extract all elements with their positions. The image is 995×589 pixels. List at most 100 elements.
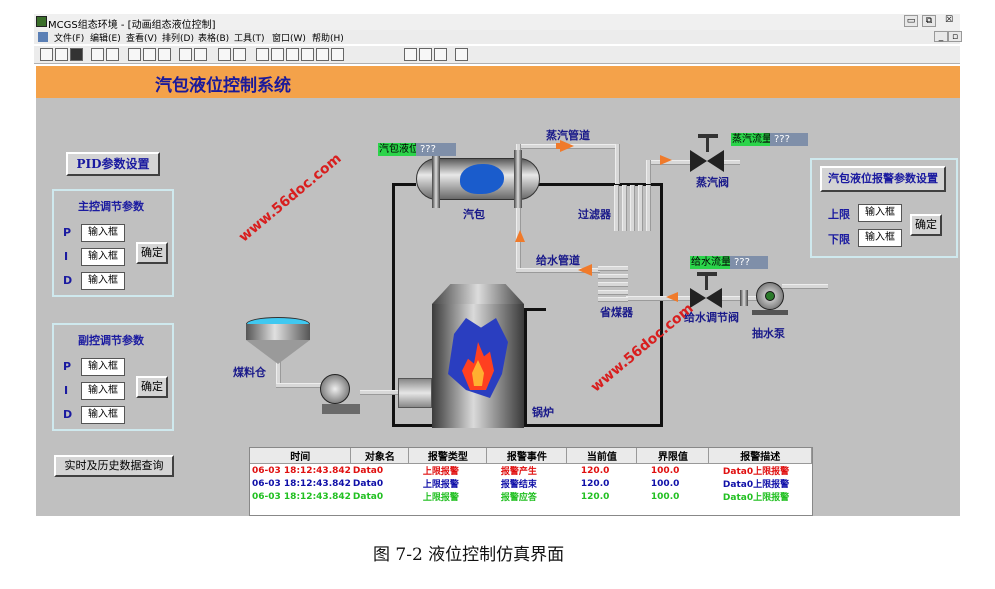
pump-base — [752, 310, 788, 315]
feed-valve-handle[interactable] — [697, 272, 717, 276]
alarm-settings-panel — [810, 158, 958, 258]
cut-icon[interactable] — [128, 48, 141, 61]
print-icon[interactable] — [91, 48, 104, 61]
feed-in-arrow-icon — [666, 292, 678, 302]
settings-icon[interactable] — [233, 48, 246, 61]
restore-button[interactable]: ⧉ — [922, 15, 936, 27]
coal-pipe-horizontal — [276, 383, 322, 388]
alarm-cell-event: 报警应答 — [500, 493, 537, 503]
page-title: 汽包液位控制系统 — [155, 76, 291, 96]
inner-minimize-button[interactable]: _ — [934, 31, 948, 42]
sub-i-input[interactable]: 输入框 — [81, 382, 125, 400]
col-desc: 报警描述 — [708, 448, 812, 464]
drum-flange-right — [514, 150, 522, 208]
copy-icon[interactable] — [143, 48, 156, 61]
align-icon[interactable] — [271, 48, 284, 61]
redo-icon[interactable] — [194, 48, 207, 61]
main-i-label: I — [64, 250, 69, 263]
pump-flange — [740, 290, 748, 306]
menu-window[interactable]: 窗口(W) — [272, 34, 306, 44]
close-button[interactable]: ☒ — [944, 15, 954, 25]
toolbar — [34, 46, 960, 64]
alarm-cell-desc: Data0上限报警 — [722, 493, 790, 503]
col-type: 报警类型 — [408, 448, 488, 464]
undo-icon[interactable] — [179, 48, 192, 61]
feed-valve-right-icon[interactable] — [706, 288, 722, 308]
upper-limit-input[interactable]: 输入框 — [858, 204, 902, 222]
menu-tools[interactable]: 工具(T) — [234, 34, 265, 44]
history-query-button[interactable]: 实时及历史数据查询 — [54, 455, 174, 477]
open-icon[interactable] — [55, 48, 68, 61]
boiler-inlet-flange — [398, 378, 432, 408]
new-icon[interactable] — [40, 48, 53, 61]
steam-valve-handle[interactable] — [698, 134, 718, 138]
coal-feeder-icon[interactable] — [320, 374, 350, 404]
menu-table[interactable]: 表格(B) — [198, 34, 230, 44]
alarm-cell-limit: 100.0 — [650, 478, 680, 489]
steam-valve-left-icon — [690, 150, 707, 172]
col-time: 时间 — [250, 448, 352, 464]
save-icon[interactable] — [70, 48, 83, 61]
steam-valve-stem — [706, 138, 709, 152]
pid-settings-button[interactable]: PID参数设置 — [66, 152, 160, 176]
steam-pipe-label: 蒸汽管道 — [546, 129, 590, 142]
drum-level-tag: 汽包液位 — [378, 143, 420, 156]
window-icon[interactable] — [404, 48, 417, 61]
economizer — [598, 266, 628, 302]
drum-label: 汽包 — [463, 208, 485, 221]
loop-line-top-right — [530, 183, 662, 186]
help-icon[interactable] — [455, 48, 468, 61]
main-d-label: D — [63, 274, 73, 287]
sub-p-input[interactable]: 输入框 — [81, 358, 125, 376]
feed-left-arrow-icon — [578, 264, 592, 276]
main-p-input[interactable]: 输入框 — [81, 224, 125, 242]
alarm-settings-button[interactable]: 汽包液位报警参数设置 — [820, 166, 946, 192]
data-icon[interactable] — [434, 48, 447, 61]
main-d-input[interactable]: 输入框 — [81, 272, 125, 290]
inner-restore-button[interactable]: ▫ — [948, 31, 962, 42]
menu-arrange[interactable]: 排列(D) — [162, 34, 194, 44]
alarm-cell-object: Data0 — [352, 491, 384, 502]
list-icon[interactable] — [316, 48, 329, 61]
loop-line-top-left — [392, 183, 416, 186]
text-style-icon[interactable] — [301, 48, 314, 61]
lower-limit-input[interactable]: 输入框 — [858, 229, 902, 247]
boiler-top — [432, 284, 524, 304]
grid-icon[interactable] — [331, 48, 344, 61]
sub-control-panel — [52, 323, 174, 431]
main-control-panel — [52, 189, 174, 297]
alarm-table[interactable]: 时间 对象名 报警类型 报警事件 当前值 界限值 报警描述 06-03 18:1… — [249, 447, 813, 516]
coal-feeder-base — [322, 404, 360, 414]
print-preview-icon[interactable] — [106, 48, 119, 61]
loop-line-left — [392, 183, 395, 425]
col-current: 当前值 — [566, 448, 638, 464]
alarm-cell-current: 120.0 — [580, 478, 610, 489]
menu-view[interactable]: 查看(V) — [126, 34, 158, 44]
sub-confirm-button[interactable]: 确定 — [136, 376, 168, 398]
doc-icon — [38, 32, 48, 42]
filter — [614, 185, 654, 231]
main-i-input[interactable]: 输入框 — [81, 248, 125, 266]
loop-line-bottom — [392, 424, 662, 427]
sub-d-input[interactable]: 输入框 — [81, 406, 125, 424]
alarm-cell-desc: Data0上限报警 — [722, 480, 790, 490]
main-p-label: P — [63, 226, 72, 239]
alarm-cell-object: Data0 — [352, 465, 384, 476]
paste-icon[interactable] — [158, 48, 171, 61]
alarm-confirm-button[interactable]: 确定 — [910, 214, 942, 236]
menu-file[interactable]: 文件(F) — [54, 34, 85, 44]
menu-edit[interactable]: 编辑(E) — [90, 34, 121, 44]
format-icon[interactable] — [256, 48, 269, 61]
tools-icon[interactable] — [218, 48, 231, 61]
layer-icon[interactable] — [286, 48, 299, 61]
steam-valve-right-icon[interactable] — [707, 150, 724, 172]
window-title: MCGS组态环境 - [动画组态液位控制] — [48, 20, 216, 31]
check-icon[interactable] — [419, 48, 432, 61]
minimize-button[interactable]: ▭ — [904, 15, 918, 27]
main-confirm-button[interactable]: 确定 — [136, 242, 168, 264]
menu-help[interactable]: 帮助(H) — [312, 34, 344, 44]
pump-icon[interactable] — [756, 282, 784, 310]
